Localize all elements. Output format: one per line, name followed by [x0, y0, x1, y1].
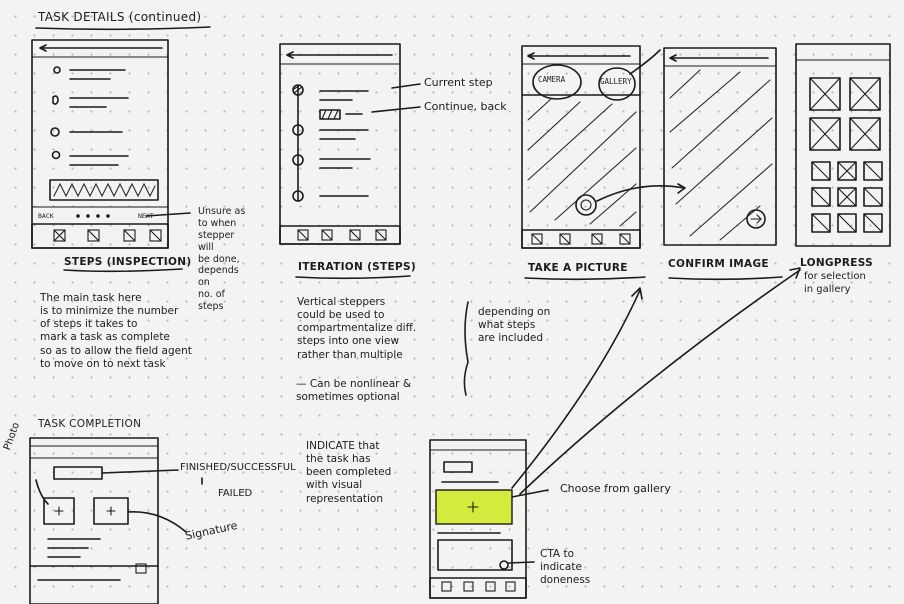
annotation-current-step: Current step	[424, 76, 493, 89]
wireframe-iteration-steps	[279, 43, 401, 245]
confirm-image-caption: CONFIRM IMAGE	[668, 258, 769, 270]
depending-bracket	[463, 301, 469, 396]
failed-label: FAILED	[218, 488, 253, 499]
wireframe-confirm-image	[663, 47, 777, 246]
photo-pointer	[35, 479, 49, 505]
indicate-note: INDICATE that the task has been complete…	[306, 440, 392, 505]
arrow-to-take-picture	[511, 289, 641, 489]
wireframe-steps-inspection	[31, 39, 169, 249]
steps-caption: STEPS (INSPECTION)	[64, 256, 192, 268]
steps-pointer-line	[145, 212, 191, 217]
capture-to-confirm-arrow	[596, 185, 685, 202]
wireframe-take-picture	[521, 45, 641, 249]
wireframe-task-completion	[29, 437, 159, 604]
wireframe-gallery-choice	[429, 439, 527, 599]
signature-pointer	[127, 511, 187, 533]
status-pointer	[101, 469, 179, 474]
gallery-to-grid-arrow	[629, 49, 661, 75]
choose-gallery-pointer	[511, 489, 549, 498]
finished-label: FINISHED/SUCCESSFUL	[180, 462, 296, 473]
steps-next-label: NEXT	[138, 212, 154, 220]
arrowhead-gallery	[789, 267, 801, 279]
current-step-pointer	[391, 83, 421, 89]
cta-pointer	[507, 561, 535, 564]
header-title: TASK DETAILS (continued)	[38, 10, 202, 24]
wireframe-gallery-grid	[795, 43, 891, 247]
arrowhead-take-picture	[631, 287, 643, 300]
longpress-caption: LONGPRESS	[800, 257, 873, 269]
steps-description: The main task here is to minimize the nu…	[40, 292, 192, 370]
capture-arrowhead	[677, 183, 686, 194]
arrow-to-gallery	[519, 269, 801, 495]
confirm-caption-underline	[668, 276, 783, 281]
iteration-note: — Can be nonlinear & sometimes optional	[296, 378, 412, 404]
iteration-description: Vertical steppers could be used to compa…	[297, 296, 417, 361]
take-picture-underline	[524, 276, 646, 281]
task-completion-title: TASK COMPLETION	[38, 418, 142, 430]
steps-back-label: BACK	[38, 212, 54, 220]
steps-side-note: Unsure as to when stepper will be done, …	[198, 206, 246, 312]
cta-label: CTA to indicate doneness	[540, 548, 591, 587]
annotation-continue-back: Continue, back	[424, 100, 507, 113]
depending-note: depending on what steps are included	[478, 306, 551, 345]
camera-tab: CAMERA	[538, 75, 566, 84]
gallery-tab: GALLERY	[600, 77, 632, 86]
steps-caption-underline	[63, 268, 183, 273]
title-underline	[35, 26, 211, 31]
iteration-caption: ITERATION (STEPS)	[298, 261, 416, 273]
iteration-caption-underline	[295, 275, 411, 280]
longpress-note: for selection in gallery	[804, 271, 866, 295]
continue-back-pointer	[371, 106, 421, 113]
take-picture-caption: TAKE A PICTURE	[528, 262, 628, 274]
choose-gallery-label: Choose from gallery	[560, 482, 671, 495]
